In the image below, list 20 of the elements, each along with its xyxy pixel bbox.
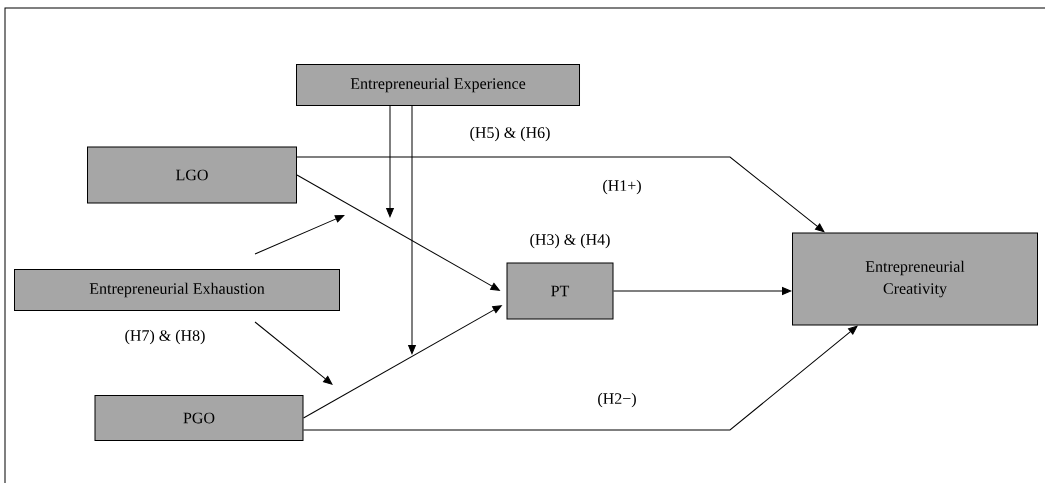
process-box: Entrepreneurial Exhaustion — [14, 269, 340, 311]
arrow — [386, 105, 394, 218]
arrow — [303, 325, 858, 431]
arrow — [296, 174, 500, 291]
process-box: PT — [506, 262, 614, 320]
arrow — [408, 105, 416, 355]
hypothesis-label: (H7) & (H8) — [125, 329, 205, 345]
process-box: LGO — [87, 146, 297, 204]
process-box: PGO — [94, 395, 304, 441]
process-box: Entrepreneurial Experience — [296, 64, 580, 106]
arrow — [254, 215, 345, 255]
process-box: Entrepreneurial Creativity — [792, 232, 1038, 326]
edge-label: (H2−) — [596, 391, 638, 409]
edge-label: (H1+) — [601, 178, 643, 196]
arrow — [613, 287, 792, 295]
arrow — [303, 305, 502, 419]
arrow — [296, 156, 825, 233]
hypothesis-label: (H3) & (H4) — [530, 233, 610, 249]
hypothesis-label: (H5) & (H6) — [470, 126, 550, 142]
arrow — [254, 321, 333, 385]
